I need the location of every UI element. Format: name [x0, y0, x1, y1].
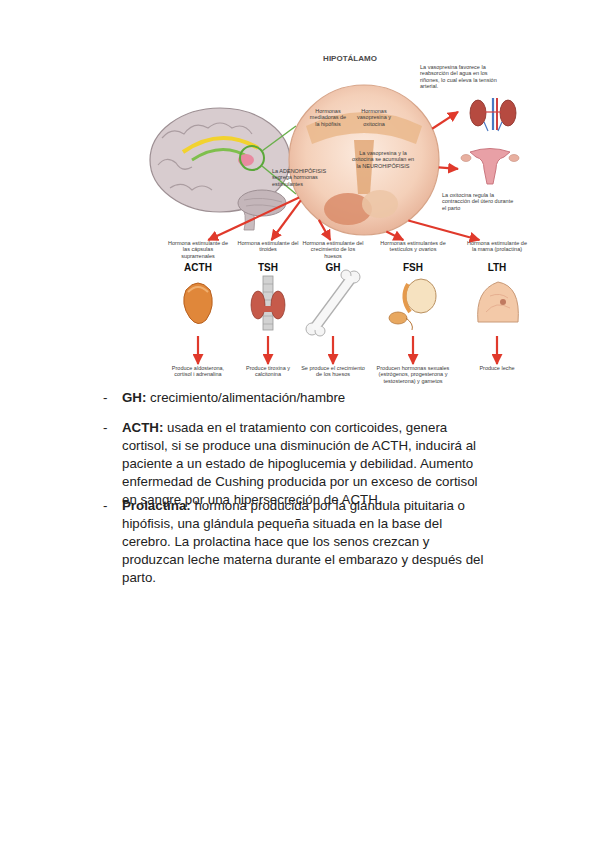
arrow-connector [272, 200, 301, 240]
thyroid-isthmus [262, 306, 274, 312]
hormone-acronym: TSH [237, 262, 299, 273]
hormone-box: Hormona estimulante del tiroidesTSH [237, 240, 299, 336]
bullet-marker: - [103, 497, 107, 515]
arrow-connector [319, 220, 330, 240]
highlight-circle [240, 146, 264, 170]
node-text: Hormonas mediadoras de la hipófisis [308, 108, 348, 127]
adrenal-gland [184, 283, 213, 324]
hormone-box: Hormona estimulante de la mama (prolacti… [466, 240, 528, 336]
definition-text: usada en el tratamiento con corticoides,… [122, 420, 478, 507]
effect-text: Produce aldosterona, cortisol i adrenali… [163, 365, 233, 378]
kidney-target: La vasopresina favorece la reabsorción d… [458, 96, 528, 130]
hormone-box: Hormona estimulante del crecimiento de l… [302, 240, 364, 336]
uterus-target: La oxitocina regula la contracción del ú… [458, 140, 524, 186]
uterus [470, 149, 510, 185]
hormone-description: Hormona estimulante del tiroides [237, 240, 299, 253]
arrow-connector [208, 198, 299, 240]
hormone-acronym: ACTH [167, 262, 229, 273]
node-text: Hormonas vasopresina y oxitocina [354, 108, 394, 127]
hormone-acronym: LTH [466, 262, 528, 273]
effect-box: Produce tiroxina y calcitonina [233, 364, 303, 394]
hormone-description: Hormona estimulante de las cápsulas supr… [167, 240, 229, 259]
vein [492, 98, 494, 130]
effect-box: Produce aldosterona, cortisol i adrenali… [163, 364, 233, 394]
hormone-acronym: GH [302, 262, 364, 273]
brain-gyrus [158, 159, 192, 169]
hormone-box: Hormonas estimulantes de testículos y ov… [377, 240, 449, 336]
hormone-acronym: FSH [377, 262, 449, 273]
term: ACTH: [122, 420, 163, 435]
breast [478, 282, 519, 322]
arrow-connector [267, 336, 269, 364]
bullet-marker: - [103, 419, 107, 437]
cerebellum-fold [244, 198, 282, 208]
node-text: La ADENOHIPÓFISIS segrega hormonas estim… [272, 168, 342, 187]
arrow-connector [496, 336, 498, 364]
arrow-connector [386, 232, 403, 240]
artery [496, 98, 498, 130]
epididymis [404, 284, 410, 312]
kidney-illustration [470, 98, 516, 131]
arrow-connector [432, 112, 458, 129]
ureter [484, 122, 488, 131]
circle-shape [289, 85, 439, 235]
definition-text: crecimiento/alimentación/hambre [150, 390, 345, 405]
gonad-illustration [389, 279, 436, 330]
effect-box: Producen hormonas sexuales (estrógenos, … [373, 364, 453, 394]
kidney [500, 100, 516, 126]
arrow-connector [197, 336, 199, 364]
effect-text: Produce tiroxina y calcitonina [233, 365, 303, 378]
nipple [500, 299, 506, 305]
cerebellum [238, 190, 286, 216]
effect-text: Producen hormonas sexuales (estrógenos, … [373, 365, 453, 384]
term: GH: [122, 390, 146, 405]
effect-text: Produce leche [462, 365, 532, 371]
bullet-marker: - [103, 389, 107, 407]
arrow-connector [439, 167, 458, 169]
hormone-description: Hormona estimulante de la mama (prolacti… [466, 240, 528, 253]
uterus-illustration [461, 149, 519, 185]
pituitary-structure [362, 190, 398, 218]
testis [406, 279, 436, 313]
arrow-connector [412, 336, 414, 364]
bullet-paragraph: GH: crecimiento/alimentación/hambre [122, 389, 494, 407]
hypothalamus-circle: HIPOTÁLAMOHormonas mediadoras de la hipó… [288, 84, 440, 236]
effect-text: La oxitocina regula la contracción del ú… [442, 192, 516, 211]
breast-illustration [478, 282, 519, 322]
bullet-paragraph: Prolactina:hormona producida por la glán… [122, 497, 494, 587]
arrow-connector [408, 221, 479, 240]
bone-outline [316, 280, 350, 326]
effect-box: Produce leche [462, 364, 532, 394]
ovary [389, 312, 407, 324]
milk-duct [486, 294, 510, 312]
ovary [461, 155, 471, 162]
kidney [470, 100, 486, 126]
arrow-connector [332, 336, 334, 364]
ovary [509, 155, 519, 162]
heading: HIPOTÁLAMO [315, 54, 385, 63]
thyroid-illustration [251, 276, 285, 330]
effect-text: Se produce el crecimiento de los huesos [298, 365, 368, 378]
bullet-paragraph: ACTH:usada en el tratamiento con cortico… [122, 419, 494, 509]
node-text: La vasopresina y la oxitocina se acumula… [350, 150, 416, 169]
hormone-description: Hormonas estimulantes de testículos y ov… [377, 240, 449, 253]
thyroid-lobe [251, 291, 265, 319]
adrenal-cortex [188, 287, 208, 292]
brain-gyrus [162, 123, 252, 138]
ureter [498, 122, 502, 131]
effect-box: Se produce el crecimiento de los huesos [298, 364, 368, 394]
artery [485, 111, 501, 112]
thyroid-lobe [271, 291, 285, 319]
hormone-description: Hormona estimulante del crecimiento de l… [302, 240, 364, 259]
term: Prolactina: [122, 498, 191, 513]
bone-shaft [316, 280, 350, 326]
hormone-box: Hormona estimulante de las cápsulas supr… [167, 240, 229, 336]
bone-illustration [306, 270, 360, 336]
oviduct [406, 318, 412, 330]
brain-gyrus [170, 184, 212, 190]
effect-text: La vasopresina favorece la reabsorción d… [420, 64, 506, 89]
